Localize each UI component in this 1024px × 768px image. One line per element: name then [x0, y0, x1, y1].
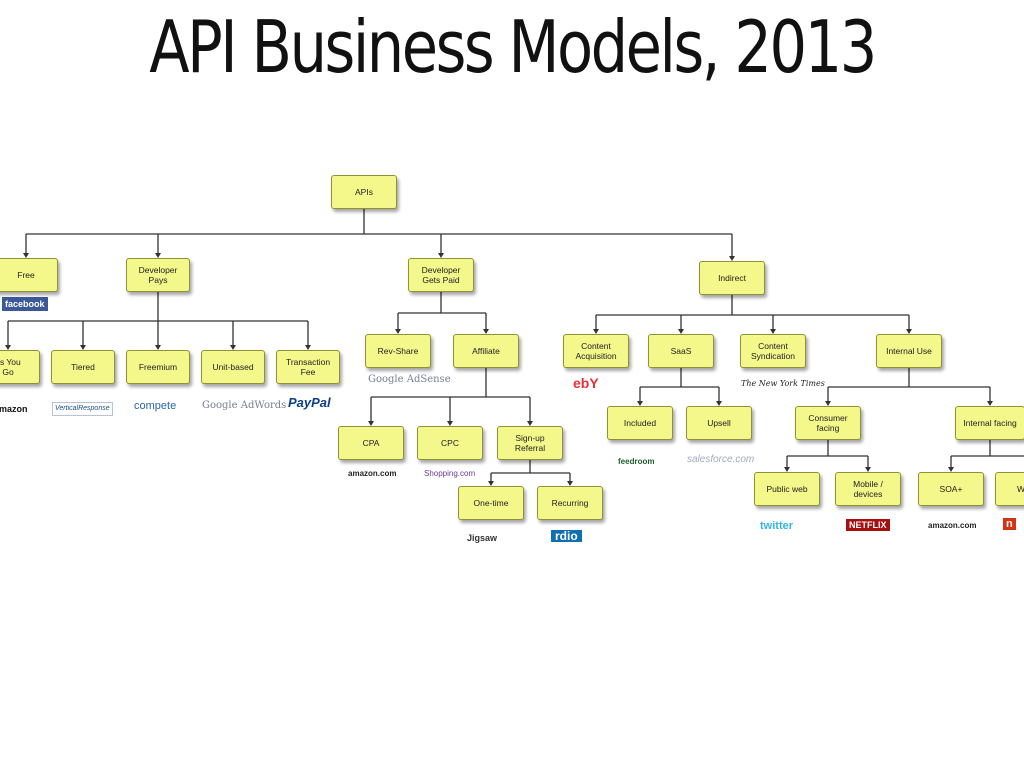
node-one-time: One-time — [458, 486, 524, 520]
arrow-unit — [230, 345, 236, 350]
page-title: API Business Models, 2013 — [149, 5, 877, 89]
api-business-model-tree: APIs Free Developer Pays Developer Gets … — [0, 165, 1024, 565]
arrow-included — [637, 401, 643, 406]
arrow-content_acq — [593, 329, 599, 334]
node-recurring: Recurring — [537, 486, 603, 520]
google-adwords-logo: Google AdWords — [202, 400, 287, 411]
node-unit-based: Unit-based — [201, 350, 265, 384]
node-transaction-fee: Transaction Fee — [276, 350, 340, 384]
node-developer-gets-paid: Developer Gets Paid — [408, 258, 474, 292]
paypal-logo: PayPal — [288, 395, 331, 410]
arrow-txfee — [305, 345, 311, 350]
arrow-affiliate — [483, 329, 489, 334]
node-free: Free — [0, 258, 58, 292]
arrow-consumer — [825, 401, 831, 406]
feedroom-logo: feedroom — [618, 457, 655, 466]
arrow-upsell — [716, 401, 722, 406]
amazon-com-logo-2: amazon.com — [928, 521, 977, 530]
compete-logo: compete — [134, 400, 177, 412]
node-freemium: Freemium — [126, 350, 190, 384]
node-tiered: Tiered — [51, 350, 115, 384]
arrow-payg — [5, 345, 11, 350]
n-logo: n — [1003, 518, 1016, 530]
arrow-dev_paid — [438, 253, 444, 258]
arrow-soa — [948, 467, 954, 472]
arrow-publicweb — [784, 467, 790, 472]
arrow-onetime — [488, 481, 494, 486]
twitter-logo: twitter — [760, 520, 793, 532]
node-rev-share: Rev-Share — [365, 334, 431, 368]
salesforce-logo: salesforce.com — [687, 454, 755, 465]
rdio-logo: rdio — [551, 530, 582, 542]
arrow-intfacing — [987, 401, 993, 406]
amazon-com-logo: amazon.com — [348, 469, 397, 478]
node-sign-up-referral: Sign-up Referral — [497, 426, 563, 460]
arrow-cpc — [447, 421, 453, 426]
arrow-content_syn — [770, 329, 776, 334]
node-developer-pays: Developer Pays — [126, 258, 190, 292]
jigsaw-logo: Jigsaw — [467, 533, 498, 543]
node-apis: APIs — [331, 175, 397, 209]
node-cpa: CPA — [338, 426, 404, 460]
node-indirect: Indirect — [699, 261, 765, 295]
arrow-tiered — [80, 345, 86, 350]
arrow-referral — [527, 421, 533, 426]
node-internal-use: Internal Use — [876, 334, 942, 368]
arrow-cpa — [368, 421, 374, 426]
arrow-saas — [678, 329, 684, 334]
node-soa-plus: SOA+ — [918, 472, 984, 506]
node-affiliate: Affiliate — [453, 334, 519, 368]
node-saas: SaaS — [648, 334, 714, 368]
node-public-web: Public web — [754, 472, 820, 506]
node-internal-facing: Internal facing — [955, 406, 1024, 440]
connector-lines — [5, 209, 1024, 486]
new-york-times-logo: The New York Times — [741, 379, 825, 388]
node-web-apps: Web / — [995, 472, 1024, 506]
ebay-logo: ebY — [573, 375, 599, 391]
node-included: Included — [607, 406, 673, 440]
amazon-logo: amazon — [0, 404, 28, 414]
arrow-revshare — [395, 329, 401, 334]
node-pay-as-you-go: as You Go — [0, 350, 40, 384]
arrow-mobile — [865, 467, 871, 472]
arrow-indirect — [729, 256, 735, 261]
node-mobile-devices: Mobile / devices — [835, 472, 901, 506]
node-content-syndication: Content Syndication — [740, 334, 806, 368]
node-upsell: Upsell — [686, 406, 752, 440]
shopping-com-logo: Shopping.com — [424, 469, 476, 478]
arrow-internal — [906, 329, 912, 334]
verticalresponse-logo: VerticalResponse — [52, 402, 113, 416]
arrow-free — [23, 253, 29, 258]
node-consumer-facing: Consumer facing — [795, 406, 861, 440]
arrow-freemium — [155, 345, 161, 350]
node-content-acquisition: Content Acquisition — [563, 334, 629, 368]
node-cpc: CPC — [417, 426, 483, 460]
arrow-recurring — [567, 481, 573, 486]
google-adsense-logo: Google AdSense — [368, 374, 451, 385]
netflix-logo: NETFLIX — [846, 519, 890, 531]
arrow-dev_pays — [155, 253, 161, 258]
facebook-logo: facebook — [2, 297, 48, 311]
